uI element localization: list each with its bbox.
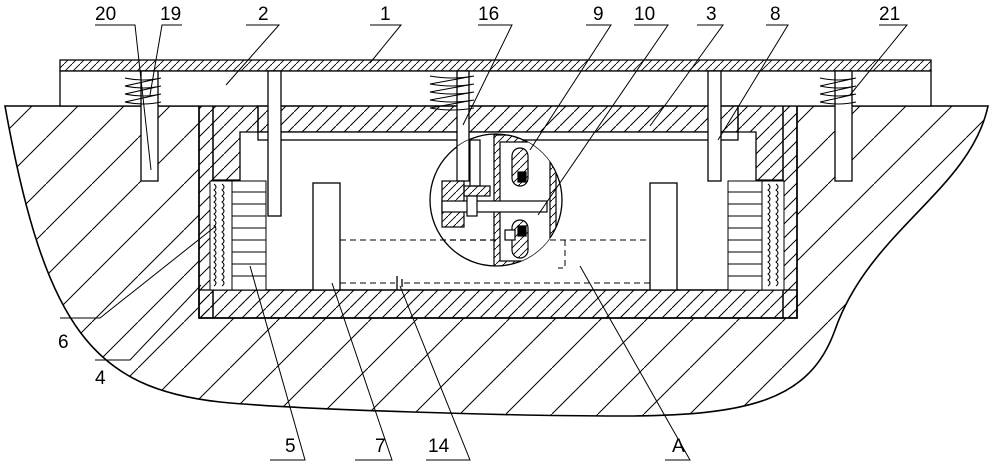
base-body bbox=[4, 105, 989, 417]
label-9: 9 bbox=[593, 4, 604, 25]
label-7: 7 bbox=[375, 436, 386, 457]
label-14: 14 bbox=[428, 436, 450, 457]
label-1: 1 bbox=[380, 4, 391, 25]
label-A: A bbox=[672, 436, 685, 457]
battery bbox=[396, 276, 403, 290]
label-10: 10 bbox=[634, 4, 655, 25]
leader-lines bbox=[60, 24, 909, 461]
label-21: 21 bbox=[879, 4, 900, 25]
label-5: 5 bbox=[285, 436, 296, 457]
label-2: 2 bbox=[258, 4, 269, 25]
part-labels: 20 19 2 1 16 9 10 3 8 21 6 4 5 7 14 A bbox=[58, 4, 900, 457]
inner-columns bbox=[312, 182, 678, 291]
springs bbox=[124, 75, 857, 111]
label-4: 4 bbox=[95, 368, 106, 389]
housing-walls bbox=[198, 105, 798, 319]
label-19: 19 bbox=[160, 4, 181, 25]
label-16: 16 bbox=[478, 4, 499, 25]
label-20: 20 bbox=[95, 4, 116, 25]
damping-pack-left bbox=[209, 180, 267, 291]
label-8: 8 bbox=[770, 4, 781, 25]
damping-pack-right bbox=[727, 180, 785, 291]
label-3: 3 bbox=[706, 4, 717, 25]
label-6: 6 bbox=[58, 332, 69, 353]
